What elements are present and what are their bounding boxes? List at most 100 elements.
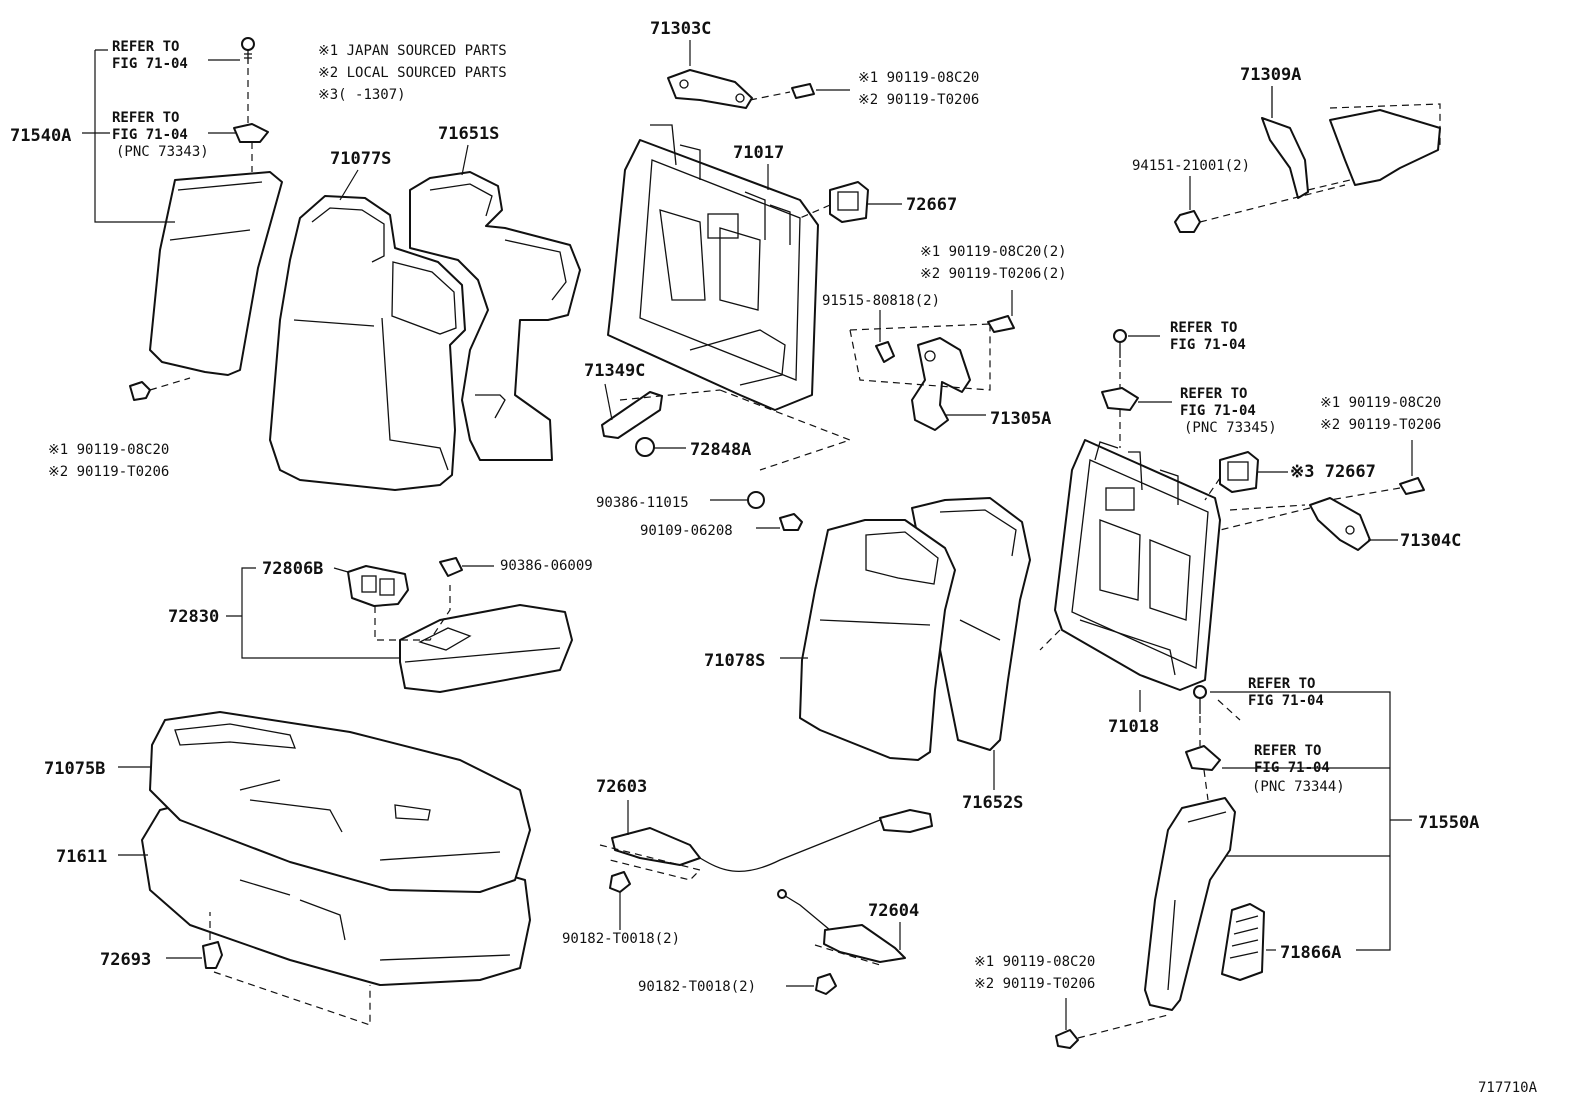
- trim-clip-icon: [1185, 745, 1221, 771]
- note-japan-sourced: ※1 JAPAN SOURCED PARTS: [318, 43, 507, 59]
- seat-cushion-group: 71075B 71611 72693: [44, 711, 531, 1026]
- screw-icon: [129, 381, 151, 401]
- seat-cushion-cover-71075B: [149, 711, 531, 893]
- note-date-range: ※3( -1307): [318, 87, 406, 103]
- hinge-71305A-group: 71305A 91515-80818(2) ※1 90119-08C20(2) …: [822, 244, 1067, 431]
- label-71309A: 71309A: [1240, 65, 1301, 85]
- label-71866A: 71866A: [1280, 943, 1341, 963]
- label-72848A: 72848A: [690, 440, 751, 460]
- screw-icon: [1055, 1029, 1079, 1049]
- refer-fig-label: FIG 71-04: [1254, 760, 1330, 776]
- seatback-cover-right: [409, 171, 581, 461]
- label-72667: 72667: [906, 195, 957, 215]
- label-72830: 72830: [168, 607, 219, 627]
- label-71550A: 71550A: [1418, 813, 1479, 833]
- label-71018: 71018: [1108, 717, 1159, 737]
- nut-icon: [1174, 210, 1201, 233]
- trim-clip-icon: [1101, 387, 1139, 411]
- headrest-guide-72667-group: 72667: [799, 181, 957, 223]
- bolt-icon: [1399, 477, 1425, 495]
- bolt-icon: [779, 513, 803, 531]
- seatback-frame-lower-group: REFER TO FIG 71-04 REFER TO FIG 71-04 (P…: [1054, 320, 1461, 737]
- lock-striker-group: 71309A 94151-21001(2): [1132, 65, 1441, 233]
- label-71305A: 71305A: [990, 409, 1051, 429]
- refer-fig-label: FIG 71-04: [1170, 337, 1246, 353]
- lock-cover-71349C: [601, 391, 663, 439]
- label-90182-T0018: 90182-T0018(2): [638, 979, 756, 995]
- hinge-bracket-71303C-group: 71303C ※1 90119-08C20 ※2 90119-T0206: [650, 19, 979, 109]
- cup-holder-72806B: [347, 565, 409, 607]
- refer-fig-label: FIG 71-04: [1248, 693, 1324, 709]
- label-71303C: 71303C: [650, 19, 711, 39]
- body-panel: [1329, 109, 1441, 186]
- bushing-icon: [747, 491, 765, 509]
- bolt-local-label: ※2 90119-T0206: [858, 92, 979, 108]
- label-71349C: 71349C: [584, 361, 645, 381]
- release-cable-group: 72603 90182-T0018(2) 72604 90182-T0018(2…: [562, 777, 933, 995]
- label-94151-21001: 94151-21001(2): [1132, 158, 1250, 174]
- seatback-cover-left: [269, 195, 466, 491]
- quarter-trim-left: [149, 171, 283, 376]
- bolt-local-label: ※2 90119-T0206(2): [920, 266, 1067, 282]
- assembly-line: [1039, 504, 1306, 721]
- label-71651S: 71651S: [438, 124, 499, 144]
- release-lever-72603: [611, 827, 701, 866]
- label-72693: 72693: [100, 950, 151, 970]
- refer-pnc-label: (PNC 73343): [116, 144, 209, 160]
- seatback-frame-upper-group: 71017: [607, 124, 819, 411]
- label-71075B: 71075B: [44, 759, 105, 779]
- bolt-icon: [791, 83, 815, 99]
- note-local-sourced: ※2 LOCAL SOURCED PARTS: [318, 65, 507, 81]
- label-90386-06009: 90386-06009: [500, 558, 593, 574]
- bolt-icon: [987, 315, 1015, 333]
- refer-fig-label: REFER TO: [1248, 676, 1315, 692]
- refer-fig-label: REFER TO: [1170, 320, 1237, 336]
- notes-legend: ※1 JAPAN SOURCED PARTS ※2 LOCAL SOURCED …: [318, 43, 507, 103]
- lock-cover-group: 71349C 72848A: [584, 361, 852, 471]
- seatback-cover-group: 71077S 71651S: [269, 124, 581, 491]
- bolt-local-label: ※2 90119-T0206: [48, 464, 169, 480]
- clip-icon: [1113, 329, 1127, 343]
- armrest: [399, 604, 573, 693]
- hinge-71305A: [911, 337, 971, 431]
- clip-72693: [202, 941, 223, 969]
- release-lever-72604: [823, 924, 906, 963]
- seatback-lower-group: 71078S 71652S: [704, 497, 1031, 813]
- bolt-local-label: ※2 90119-T0206: [974, 976, 1095, 992]
- lock-bracket-71309A: [1261, 117, 1309, 199]
- label-90182-T0018: 90182-T0018(2): [562, 931, 680, 947]
- seatback-cover-71078S: [799, 519, 956, 761]
- refer-fig-label: REFER TO: [1254, 743, 1321, 759]
- bolt-japan-label: ※1 90119-08C20(2): [920, 244, 1067, 260]
- refer-fig-label: FIG 71-04: [112, 56, 188, 72]
- label-71540A: 71540A: [10, 126, 71, 146]
- clip-icon: [1193, 685, 1207, 699]
- refer-pnc-label: (PNC 73345): [1184, 420, 1277, 436]
- bolt-japan-label: ※1 90119-08C20: [858, 70, 979, 86]
- seatback-frame-lower: [1054, 439, 1221, 691]
- bolt-japan-label: ※1 90119-08C20: [48, 442, 169, 458]
- label-91515-80818: 91515-80818(2): [822, 293, 940, 309]
- refer-fig-label: REFER TO: [112, 110, 179, 126]
- bolt-icon: [875, 341, 895, 363]
- cable-end: [879, 809, 933, 833]
- quarter-trim-left-group: 71540A REFER TO FIG 71-04 REFER TO FIG 7…: [10, 37, 283, 480]
- label-71652S: 71652S: [962, 793, 1023, 813]
- label-72604: 72604: [868, 901, 919, 921]
- trim-clip-icon: [233, 123, 269, 143]
- label-71611: 71611: [56, 847, 107, 867]
- clip-icon: [609, 871, 631, 893]
- label-90386-11015: 90386-11015: [596, 495, 689, 511]
- refer-fig-label: REFER TO: [112, 39, 179, 55]
- vent-grille-71866A: [1221, 903, 1265, 981]
- hinge-bracket: [667, 69, 753, 109]
- headrest-guide: [1219, 451, 1259, 493]
- cable-end-icon: [777, 889, 787, 899]
- grommet-72848A: [635, 437, 655, 457]
- button-icon: [439, 557, 463, 577]
- refer-fig-label: FIG 71-04: [112, 127, 188, 143]
- hinge-bracket: [1309, 497, 1371, 551]
- label-72603: 72603: [596, 777, 647, 797]
- quarter-trim-right: [1144, 797, 1236, 1011]
